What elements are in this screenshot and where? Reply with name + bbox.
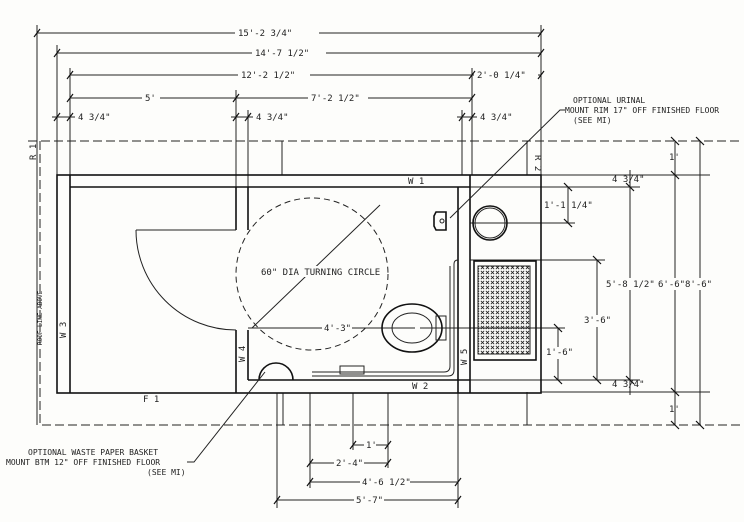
dim-width-5: 5' (145, 94, 156, 104)
dim-width-6: 7'-2 1/2" (311, 94, 360, 104)
dim-toilet-centerline: 4'-3" (324, 324, 351, 334)
label-w3: W 3 (59, 322, 69, 338)
urinal-note-line-1: OPTIONAL URINAL (573, 96, 645, 105)
grab-bar (312, 259, 459, 377)
dim-wall-1: 4 3/4" (78, 113, 111, 123)
urinal (433, 211, 447, 231)
dim-roof-depth: 8'-6" (685, 280, 712, 290)
building-walls: W 1 W 2 W 3 W 4 W 5 F 1 (56, 174, 542, 405)
label-r1: R 1 (29, 144, 39, 160)
basket-note-line-2: MOUNT BTM 12" OFF FINISHED FLOOR (6, 458, 160, 467)
dim-width-3: 12'-2 1/2" (241, 71, 295, 81)
roof-line: R 1 R 2 ROOF LINE ABOVE (28, 140, 740, 426)
waste-basket (258, 362, 294, 381)
basket-note-line-1: OPTIONAL WASTE PAPER BASKET (28, 448, 158, 457)
dim-interior-depth: 5'-8 1/2" (606, 280, 655, 290)
dim-wall-top: 4 3/4" (612, 175, 645, 185)
dim-bottom-3: 4'-6 1/2" (362, 478, 411, 488)
label-w2: W 2 (412, 382, 428, 392)
turning-circle: 60" DIA TURNING CIRCLE 4'-3" (235, 197, 415, 351)
urinal-note: OPTIONAL URINAL MOUNT RIM 17" OFF FINISH… (449, 96, 719, 219)
urinal-note-line-2: MOUNT RIM 17" OFF FINISHED FLOOR (565, 106, 719, 115)
shower-grate (473, 260, 537, 361)
dim-bottom-2: 2'-4" (336, 459, 363, 469)
dim-urinal-height: 1'-1 1/4" (544, 201, 593, 211)
sink-circle (472, 205, 508, 241)
dim-wall-3: 4 3/4" (480, 113, 513, 123)
dim-shower: 3'-6" (584, 316, 611, 326)
dim-bottom-1: 1' (366, 441, 377, 451)
toilet (381, 303, 447, 353)
basket-note-line-3: (SEE MI) (147, 468, 186, 477)
dim-roof-top: 1' (669, 153, 680, 163)
dim-building-depth: 6'-6" (658, 280, 685, 290)
dim-overall-width: 15'-2 3/4" (238, 29, 292, 39)
label-f1: F 1 (143, 395, 159, 405)
dim-bottom-4: 5'-7" (356, 496, 383, 506)
dim-toilet-offset: 1'-6" (546, 348, 573, 358)
dim-wall-2: 4 3/4" (256, 113, 289, 123)
dim-width-2: 14'-7 1/2" (255, 49, 309, 59)
door-swing (135, 229, 237, 331)
turning-circle-label: 60" DIA TURNING CIRCLE (261, 268, 380, 278)
right-dimensions: 1' 4 3/4" 1'-1 1/4" 5'-8 1/2" 6'-6" 8'-6… (544, 136, 712, 430)
label-roof-line: ROOF LINE ABOVE (37, 290, 44, 345)
bottom-dimensions: 1' 2'-4" 4'-6 1/2" 5'-7" (273, 439, 462, 506)
basket-note: OPTIONAL WASTE PAPER BASKET MOUNT BTM 12… (6, 371, 266, 477)
urinal-note-line-3: (SEE MI) (573, 116, 612, 125)
dim-roof-bottom: 1' (669, 405, 680, 415)
label-w5: W 5 (460, 349, 470, 365)
label-r2: R 2 (532, 155, 542, 171)
dim-width-4: 2'-0 1/4" (477, 71, 526, 81)
label-w4: W 4 (238, 346, 248, 362)
label-w1: W 1 (408, 177, 424, 187)
extension-lines (36, 25, 710, 508)
dim-wall-bottom: 4 3/4" (612, 380, 645, 390)
top-dimensions: 15'-2 3/4" 14'-7 1/2" 12'-2 1/2" 2'-0 1/… (33, 27, 545, 123)
